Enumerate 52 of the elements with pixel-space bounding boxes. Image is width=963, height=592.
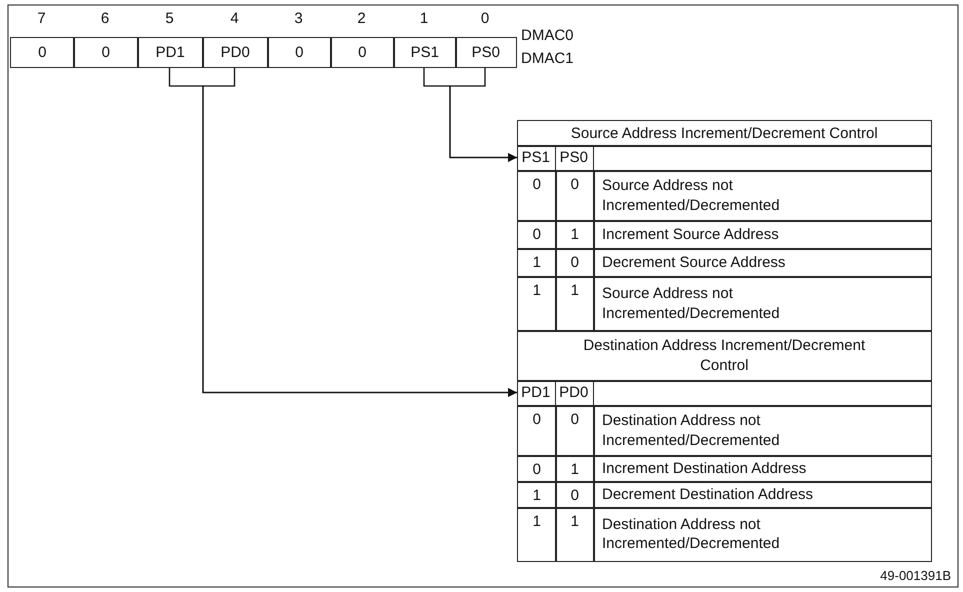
register-bit-field: 0: [267, 37, 332, 68]
arrow: [449, 68, 517, 162]
bit-value: 1: [555, 507, 594, 562]
bit-value: 0: [555, 481, 594, 508]
description-text: Increment Source Address: [593, 220, 932, 250]
bit-number: 2: [356, 10, 367, 27]
bit-value: 0: [555, 248, 594, 278]
description-text: Increment Destination Address: [593, 455, 932, 482]
column-header-row: [517, 145, 932, 172]
register-bit-field: PS0: [455, 37, 516, 68]
column-header: PD1: [521, 384, 550, 402]
column-header: PS0: [560, 149, 588, 166]
bit-number: 6: [100, 10, 110, 27]
bit-value: 1: [555, 455, 594, 482]
register-bit-field: PD0: [202, 37, 268, 68]
bit-number: 1: [418, 10, 430, 27]
table-heading: Destination Address Increment/Decrement Control: [517, 330, 932, 382]
description-text: Destination Address not Incremented/Decremented: [593, 405, 932, 456]
register-bit-field: 0: [73, 37, 138, 68]
bit-value: 1: [517, 481, 556, 508]
bit-number: 5: [164, 10, 175, 27]
column-header: PD0: [559, 384, 588, 402]
register-bit-field: 0: [330, 37, 394, 68]
bit-value: 0: [517, 170, 556, 222]
column-header: PS1: [522, 149, 550, 166]
figure-number: 49-001391B: [880, 568, 951, 583]
register-bit-field: 0: [10, 37, 74, 68]
description-text: Decrement Destination Address: [593, 481, 932, 508]
bit-value: 0: [517, 455, 556, 482]
bit-number: 4: [229, 10, 240, 27]
description-text: Destination Address not Incremented/Decremented: [593, 507, 932, 562]
bit-value: 1: [555, 220, 594, 250]
bit-number: 3: [293, 10, 304, 27]
register-bit-field: PS1: [393, 37, 456, 68]
bit-value: 1: [517, 507, 556, 562]
bit-number: 7: [36, 10, 47, 27]
bit-value: 0: [555, 170, 594, 222]
register-name: DMAC1: [521, 50, 574, 67]
bit-value: 0: [517, 220, 556, 250]
register-name: DMAC0: [521, 27, 574, 44]
bit-value: 1: [555, 276, 594, 332]
column-header-row: [517, 380, 932, 406]
bit-value: 1: [517, 248, 556, 278]
bit-value: 1: [517, 276, 556, 332]
bit-value: 0: [555, 405, 594, 456]
description-text: Decrement Source Address: [593, 248, 932, 278]
bit-value: 0: [517, 405, 556, 456]
bit-number: 0: [480, 10, 490, 27]
register-bit-field: PD1: [137, 37, 204, 68]
description-text: Source Address not Incremented/Decremented: [593, 276, 932, 332]
description-text: Source Address not Incremented/Decremented: [593, 170, 932, 222]
table-heading: Source Address Increment/Decrement Control: [517, 120, 932, 146]
